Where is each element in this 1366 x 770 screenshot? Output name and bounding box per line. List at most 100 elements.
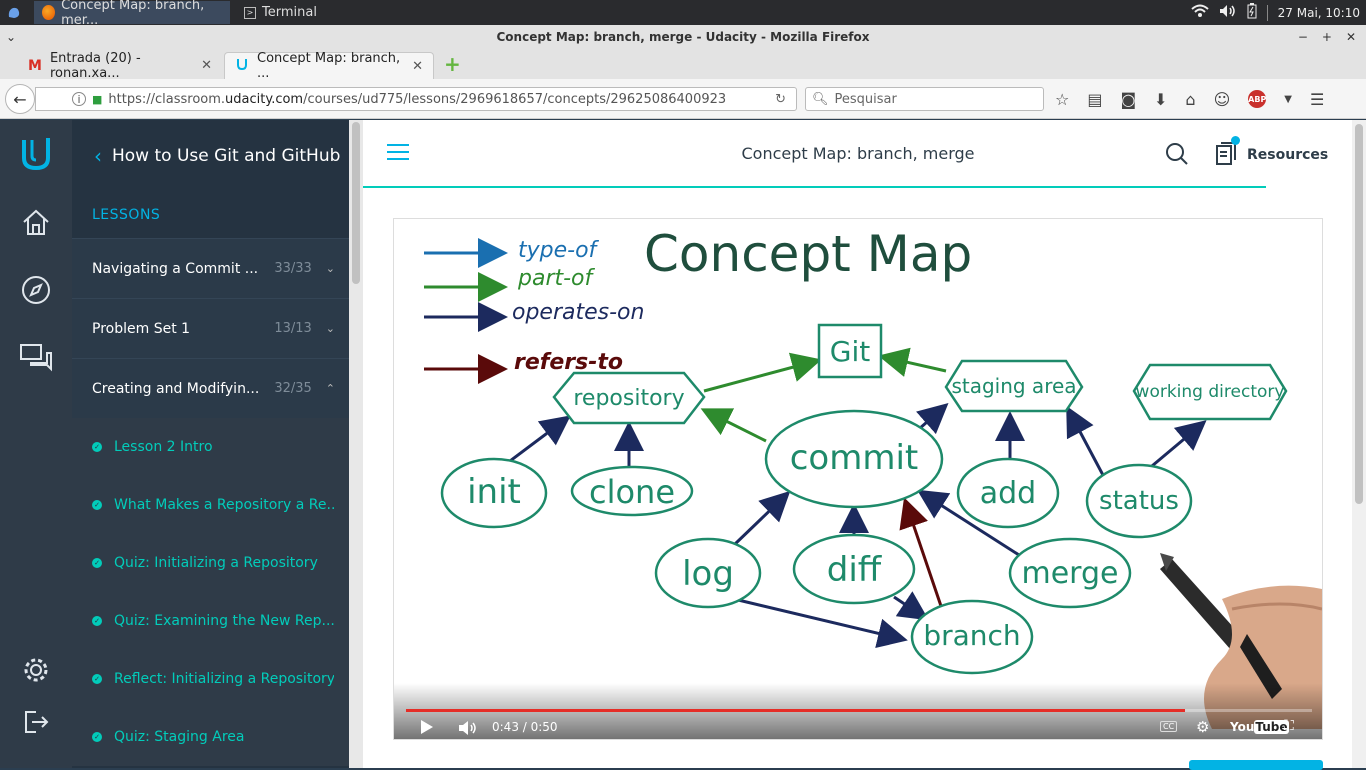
scrollbar-thumb[interactable] <box>1355 124 1363 504</box>
udacity-icon-rail <box>0 120 72 768</box>
next-concept-button[interactable] <box>1189 760 1323 770</box>
captions-icon[interactable]: CC <box>1160 721 1178 732</box>
node-staging-area: staging area <box>951 374 1076 398</box>
compass-icon[interactable] <box>18 272 54 308</box>
wifi-icon[interactable] <box>1190 4 1209 21</box>
legend: type-of part-of operates-on refers-to <box>424 238 644 384</box>
course-title: How to Use Git and GitHub <box>112 146 341 166</box>
fullscreen-icon[interactable]: ⛶ <box>1284 718 1294 734</box>
check-icon: ✓ <box>92 732 102 742</box>
arrow-left-icon: ← <box>13 89 27 109</box>
url-text[interactable]: https://classroom.udacity.com/courses/ud… <box>108 91 727 107</box>
close-icon[interactable]: ✕ <box>1345 30 1356 44</box>
node-branch: branch <box>923 619 1020 652</box>
new-tab-plus-icon[interactable]: + <box>444 52 461 76</box>
concept-item[interactable]: ✓ Reflect: Initializing a Repository <box>72 650 349 708</box>
hamburger-menu-icon[interactable]: ☰ <box>1309 89 1325 109</box>
home-icon[interactable]: ⌂ <box>1185 89 1196 109</box>
app-menu-icon[interactable] <box>0 0 28 25</box>
taskbar-item-firefox[interactable]: Concept Map: branch, mer... <box>34 0 230 28</box>
concept-name: Quiz: Initializing a Repository <box>114 555 318 571</box>
video-progress-bar[interactable] <box>406 709 1312 712</box>
lesson-item[interactable]: Problem Set 1 13/13 ⌄ <box>72 298 349 358</box>
reading-list-icon[interactable]: ▤ <box>1087 89 1103 109</box>
info-icon[interactable]: i <box>72 92 86 106</box>
search-icon[interactable] <box>1165 142 1189 170</box>
concept-item[interactable]: ✓ Quiz: Examining the New Rep... <box>72 592 349 650</box>
lesson-item[interactable]: Creating and Modifyin... 32/35 ⌃ <box>72 358 349 418</box>
tab-label: Concept Map: branch, ... <box>257 51 401 81</box>
scrollbar-thumb[interactable] <box>352 122 360 284</box>
adblock-icon[interactable]: ABP <box>1248 90 1266 108</box>
url-bar[interactable]: i ■ https://classroom.udacity.com/course… <box>35 87 797 111</box>
browser-tab-gmail[interactable]: M Entrada (20) - ronan.xa... ✕ <box>18 51 222 81</box>
lesson-count: 33/33 <box>274 261 312 276</box>
resources-button[interactable]: Resources <box>1215 136 1328 170</box>
settings-gear-icon[interactable] <box>18 652 54 688</box>
window-menu-chevron-icon[interactable]: ⌄ <box>6 30 17 44</box>
hamburger-menu-icon[interactable] <box>387 144 409 165</box>
battery-icon[interactable] <box>1247 3 1257 22</box>
udacity-logo-icon[interactable] <box>18 136 54 172</box>
content-scrollbar[interactable] <box>1352 120 1366 768</box>
maximize-icon[interactable]: + <box>1321 30 1332 44</box>
concept-item[interactable]: ✓ Quiz: Staging Area <box>72 708 349 766</box>
logout-icon[interactable] <box>18 704 54 740</box>
browser-navbar: i ■ https://classroom.udacity.com/course… <box>0 79 1366 119</box>
concept-item[interactable]: ✓ Lesson 2 Intro <box>72 418 349 476</box>
chat-icon[interactable] <box>18 340 54 376</box>
node-git: Git <box>830 335 870 368</box>
download-icon[interactable]: ⬇ <box>1154 89 1168 109</box>
node-clone: clone <box>589 473 675 511</box>
taskbar-item-terminal[interactable]: > Terminal <box>236 1 325 24</box>
chevron-left-icon: ‹ <box>94 144 102 168</box>
concept-item[interactable]: ✓ What Makes a Repository a Re... <box>72 476 349 534</box>
search-input[interactable]: 🔍︎ Pesquisar <box>805 87 1044 111</box>
lesson-count: 13/13 <box>274 321 312 336</box>
concept-name: Quiz: Examining the New Rep... <box>114 613 334 629</box>
tab-close-icon[interactable]: ✕ <box>412 58 423 74</box>
chevron-down-icon[interactable]: ▼ <box>1284 93 1292 105</box>
minimize-icon[interactable]: − <box>1297 30 1308 44</box>
lessons-label: LESSONS <box>92 207 161 223</box>
resources-icon <box>1215 136 1240 170</box>
play-icon[interactable] <box>420 719 434 738</box>
youtube-logo-icon[interactable]: YouTube <box>1230 720 1289 734</box>
sidebar-scrollbar[interactable] <box>349 120 363 768</box>
check-icon: ✓ <box>92 674 102 684</box>
check-icon: ✓ <box>92 616 102 626</box>
tab-close-icon[interactable]: ✕ <box>201 58 212 73</box>
clock[interactable]: 27 Mai, 10:10 <box>1277 5 1360 20</box>
pocket-icon[interactable]: ◙ <box>1120 89 1136 109</box>
lock-icon: ■ <box>92 92 103 106</box>
gmail-icon: M <box>28 57 42 74</box>
lesson-item[interactable]: Navigating a Commit ... 33/33 ⌄ <box>72 238 349 298</box>
content-header: Concept Map: branch, merge Resources <box>363 120 1328 188</box>
node-repository: repository <box>573 386 684 411</box>
lesson-name: Problem Set 1 <box>92 320 191 337</box>
concept-name: What Makes a Repository a Re... <box>114 497 334 513</box>
udacity-icon <box>235 57 249 75</box>
node-init: init <box>467 472 521 512</box>
concept-map-board: type-of part-of operates-on refers-to Co… <box>424 225 1288 675</box>
node-commit: commit <box>790 438 919 478</box>
bookmark-star-icon[interactable]: ☆ <box>1055 89 1070 109</box>
terminal-icon: > <box>244 6 256 19</box>
chat-icon[interactable]: ☺ <box>1213 89 1231 109</box>
concept-item[interactable]: ✓ Quiz: Initializing a Repository <box>72 534 349 592</box>
home-icon[interactable] <box>18 204 54 240</box>
browser-tab-udacity[interactable]: Concept Map: branch, ... ✕ <box>224 51 434 81</box>
video-player[interactable]: type-of part-of operates-on refers-to Co… <box>393 218 1323 740</box>
volume-icon[interactable] <box>1219 4 1237 21</box>
lesson-name: Navigating a Commit ... <box>92 260 259 277</box>
concept-name: Lesson 2 Intro <box>114 439 213 455</box>
node-merge: merge <box>1022 556 1119 591</box>
settings-gear-icon[interactable]: ⚙ <box>1196 718 1210 736</box>
node-diff: diff <box>827 550 883 590</box>
reload-icon[interactable]: ↻ <box>775 91 786 107</box>
back-button[interactable]: ← <box>5 84 35 114</box>
taskbar-item-label: Terminal <box>262 5 317 20</box>
chevron-up-icon: ⌃ <box>325 382 335 395</box>
course-back-link[interactable]: ‹ How to Use Git and GitHub <box>72 120 349 192</box>
volume-icon[interactable] <box>458 720 478 739</box>
